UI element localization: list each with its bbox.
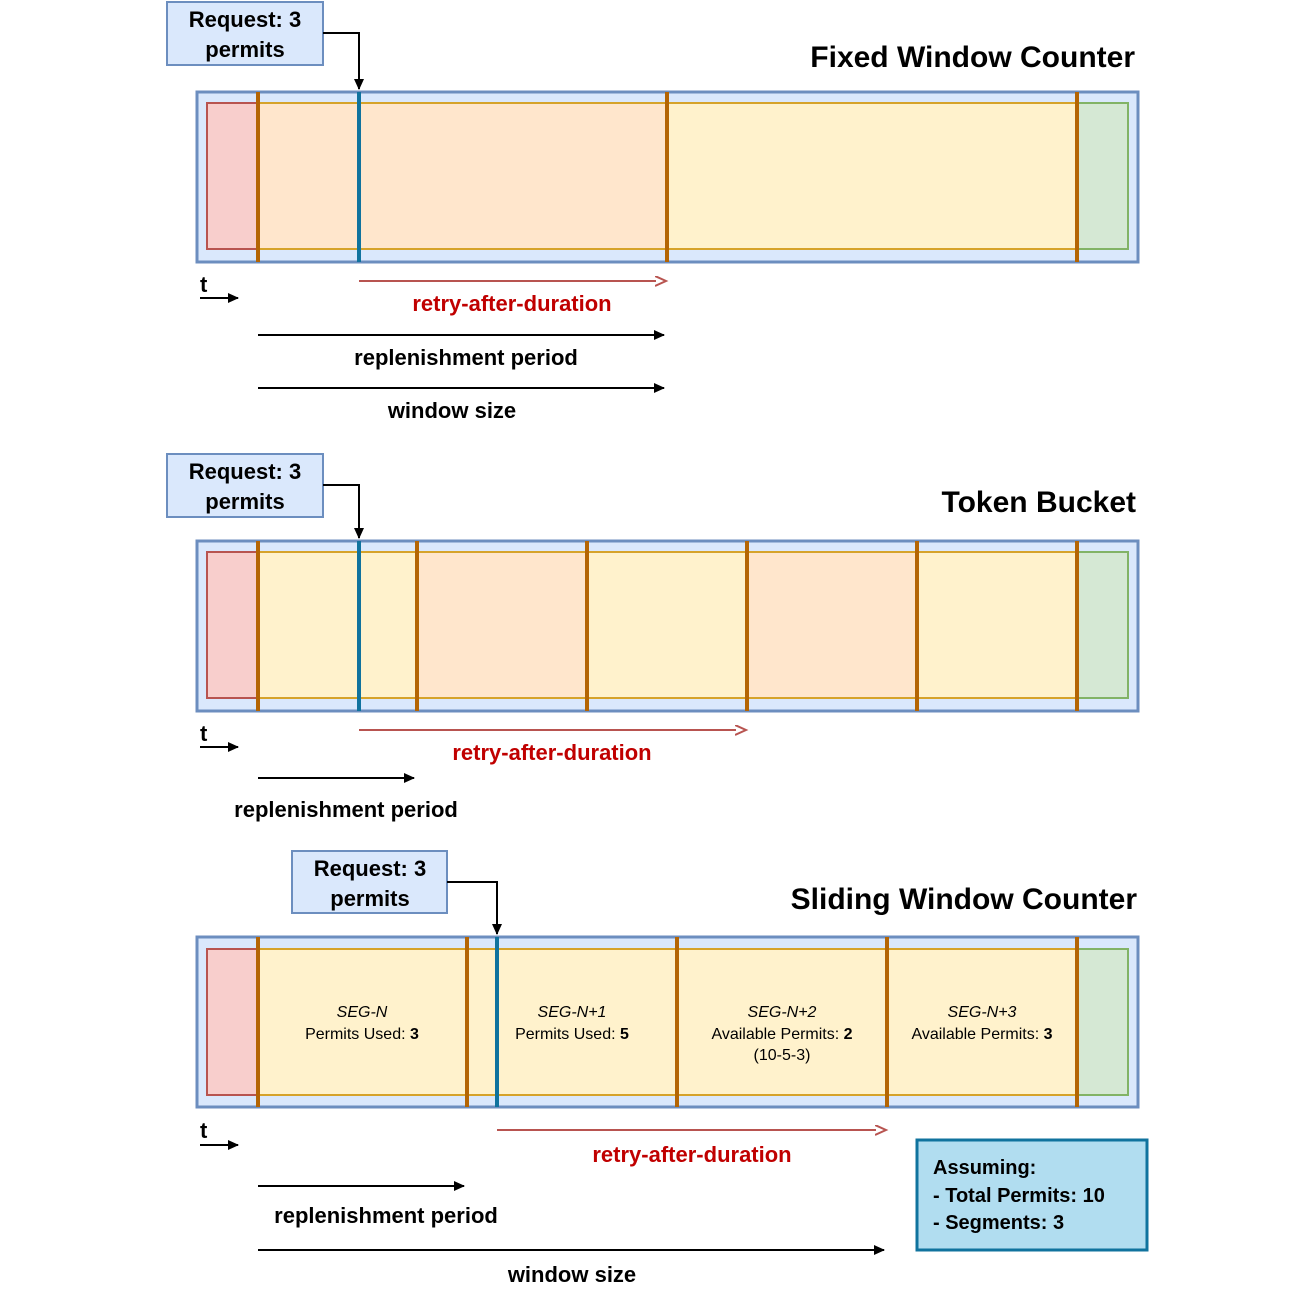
request-box <box>166 1 324 66</box>
replenishment-label: replenishment period <box>354 345 578 370</box>
token-bucket-section: Token Bucket Request: 3 permits t retry-… <box>166 453 1140 822</box>
segment-detail: Permits Used: 5 <box>515 1026 629 1043</box>
request-box <box>291 850 448 914</box>
future-region <box>1076 102 1129 250</box>
segment-value: 5 <box>620 1026 629 1043</box>
segment-value: 3 <box>1044 1026 1053 1043</box>
future-region <box>1076 551 1129 699</box>
sliding-window-section: Sliding Window Counter SEG-N Permits Use… <box>195 850 1149 1287</box>
window-size-label: window size <box>387 398 516 423</box>
fixed-window-section: Fixed Window Counter Request: 3 permits … <box>166 1 1140 423</box>
request-box-line2: permits <box>205 489 284 514</box>
window-size-label: window size <box>507 1262 636 1287</box>
period-region <box>916 551 1078 699</box>
segment-name: SEG-N+3 <box>948 1004 1017 1021</box>
request-connector-arrow <box>323 484 364 539</box>
replenishment-label: replenishment period <box>234 797 458 822</box>
retry-after-label: retry-after-duration <box>412 291 611 316</box>
assumptions-box <box>915 1138 1149 1252</box>
period-region <box>416 551 588 699</box>
token-bucket-title: Token Bucket <box>942 486 1137 519</box>
segment-detail: Available Permits: 3 <box>911 1026 1052 1043</box>
time-symbol: t <box>200 272 208 297</box>
period-region <box>586 551 748 699</box>
request-box <box>166 453 324 518</box>
past-region <box>206 551 259 699</box>
segment-value: 3 <box>410 1026 419 1043</box>
segment-extra: (10-5-3) <box>754 1047 811 1064</box>
sliding-window-title: Sliding Window Counter <box>791 883 1138 916</box>
past-region <box>206 102 259 250</box>
assumptions-segments: - Segments: 3 <box>933 1212 1064 1234</box>
assumptions-total-permits: - Total Permits: 10 <box>933 1185 1105 1207</box>
request-box-line2: permits <box>205 37 284 62</box>
segment-label: Permits Used: <box>305 1026 410 1043</box>
fixed-window-title: Fixed Window Counter <box>810 41 1135 74</box>
segment-2: SEG-N+2 Available Permits: 2 (10-5-3) <box>711 1004 852 1064</box>
time-symbol: t <box>200 1118 208 1143</box>
request-connector-arrow <box>323 32 364 90</box>
future-region <box>1076 948 1129 1096</box>
period-region <box>257 551 418 699</box>
segment-value: 2 <box>844 1026 853 1043</box>
segment-1: SEG-N+1 Permits Used: 5 <box>515 1004 629 1043</box>
time-symbol: t <box>200 721 208 746</box>
current-window-region <box>257 102 668 250</box>
request-connector-arrow <box>447 881 502 935</box>
segment-detail: Available Permits: 2 <box>711 1026 852 1043</box>
period-region <box>746 551 918 699</box>
segment-name: SEG-N+1 <box>538 1004 607 1021</box>
request-box-line1: Request: 3 <box>314 856 426 881</box>
request-box-line2: permits <box>330 886 409 911</box>
request-box-line1: Request: 3 <box>189 459 301 484</box>
segment-3: SEG-N+3 Available Permits: 3 <box>911 1004 1052 1043</box>
retry-after-label: retry-after-duration <box>592 1142 791 1167</box>
segment-label: Available Permits: <box>911 1026 1043 1043</box>
segment-label: Available Permits: <box>711 1026 843 1043</box>
segment-name: SEG-N <box>337 1004 388 1021</box>
request-box-line1: Request: 3 <box>189 7 301 32</box>
segments-region <box>257 948 1078 1096</box>
retry-after-label: retry-after-duration <box>452 740 651 765</box>
segment-0: SEG-N Permits Used: 3 <box>305 1004 419 1043</box>
past-region <box>206 948 259 1096</box>
segment-name: SEG-N+2 <box>748 1004 817 1021</box>
next-window-region <box>666 102 1078 250</box>
assumptions-title: Assuming: <box>933 1157 1036 1179</box>
replenishment-label: replenishment period <box>274 1203 498 1228</box>
segment-detail: Permits Used: 3 <box>305 1026 419 1043</box>
segment-label: Permits Used: <box>515 1026 620 1043</box>
